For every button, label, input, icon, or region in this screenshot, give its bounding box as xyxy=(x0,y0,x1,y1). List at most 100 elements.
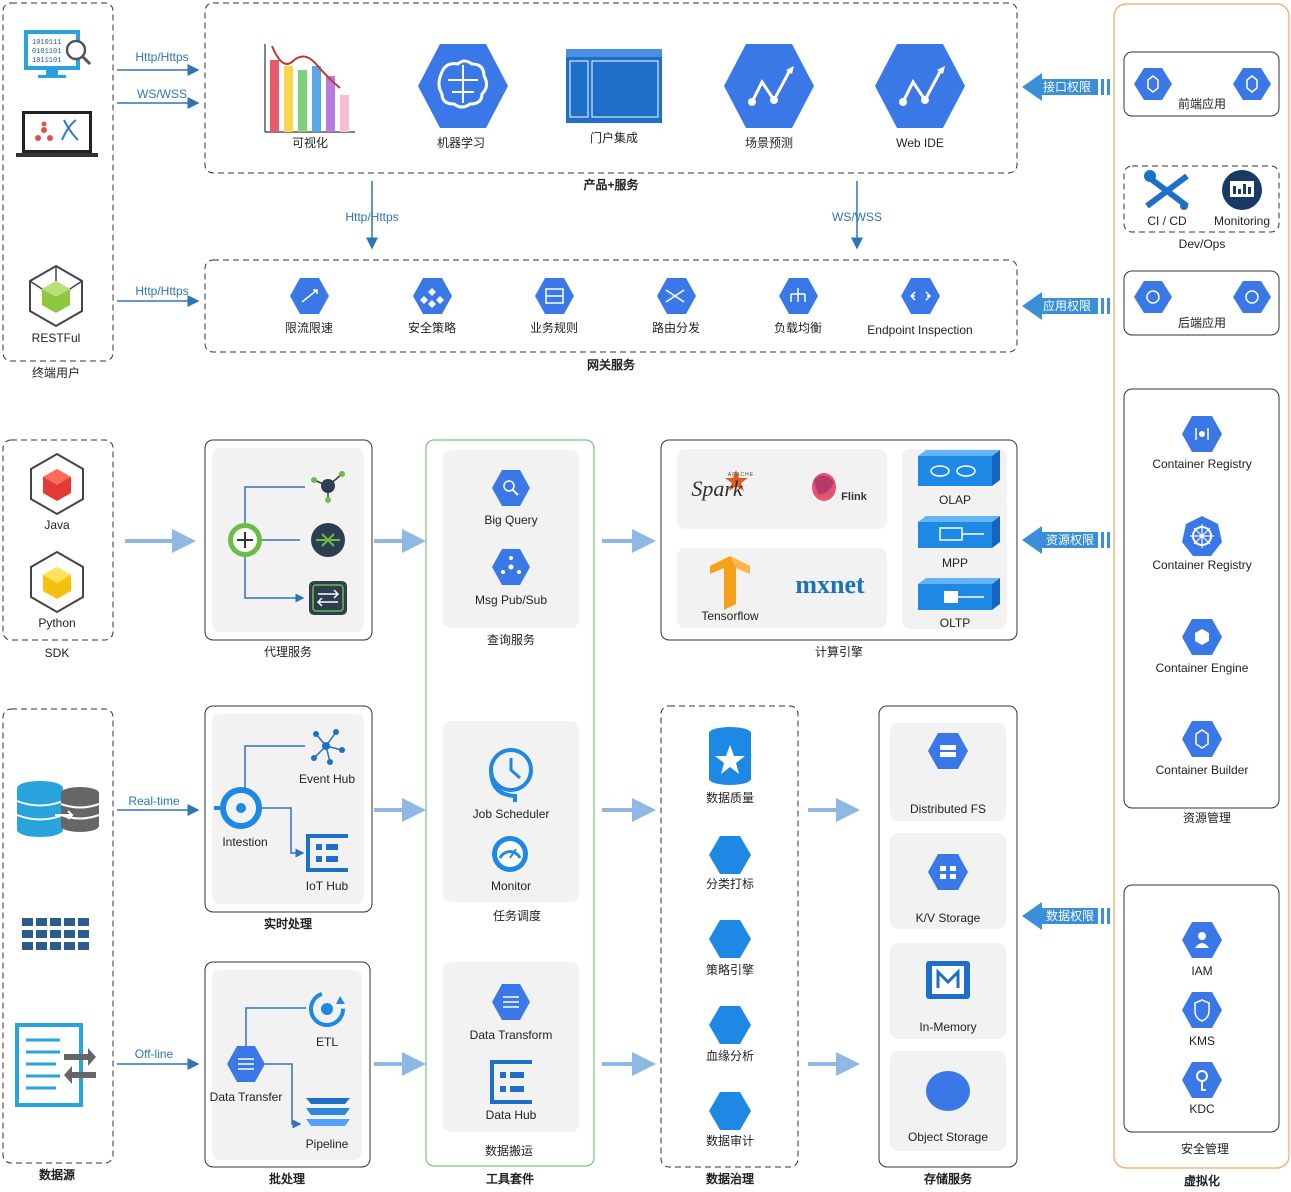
batch-title: 批处理 xyxy=(268,1172,306,1186)
data-hub-icon xyxy=(490,1060,532,1104)
resource-box xyxy=(1123,388,1280,809)
etl-label: ETL xyxy=(315,1035,339,1049)
data-transform-icon xyxy=(492,984,530,1020)
event-hub-icon xyxy=(311,729,345,765)
database-icon xyxy=(16,781,100,837)
realtime-icons xyxy=(214,729,348,872)
mxnet-logo-text: mxnet xyxy=(795,570,865,599)
gateway-box xyxy=(204,259,1018,353)
product-webide-label: Web IDE xyxy=(896,136,944,150)
perm-label-app: 应用权限 xyxy=(1042,299,1092,313)
batch-icons xyxy=(227,991,350,1126)
product-title: 产品+服务 xyxy=(583,178,639,192)
down-protocol-2: WS/WSS xyxy=(832,210,882,224)
datasource-box xyxy=(2,708,114,1164)
rate-limit-icon xyxy=(290,278,329,314)
iot-hub-icon xyxy=(306,834,348,872)
perm-label-resource: 资源权限 xyxy=(1045,533,1095,547)
backend-box xyxy=(1123,270,1280,336)
security-label-3: KDC xyxy=(1189,1102,1215,1116)
backend-icon-2 xyxy=(1233,281,1271,313)
sdk-python-label: Python xyxy=(38,616,76,630)
kdc-icon xyxy=(1182,1062,1222,1098)
gov-label-4: 血缘分析 xyxy=(705,1049,755,1063)
resource-label-1: Container Registry xyxy=(1152,457,1252,471)
big-query-icon xyxy=(492,470,530,506)
tools-title: 工具套件 xyxy=(485,1172,535,1186)
resource-label-2: Container Registry xyxy=(1152,558,1252,572)
security-box xyxy=(1123,884,1280,1133)
intestion-label: Intestion xyxy=(222,835,268,849)
storage-icons xyxy=(926,733,970,1111)
protocol-label-3: Http/Https xyxy=(135,284,189,298)
oltp-label: OLTP xyxy=(939,616,971,630)
protocol-label-1: Http/Https xyxy=(135,50,189,64)
batch-box xyxy=(204,961,371,1168)
perm-label-data: 数据权限 xyxy=(1045,909,1095,923)
gov-label-5: 数据审计 xyxy=(705,1134,755,1148)
object-storage-icon xyxy=(926,1071,970,1111)
compute-box xyxy=(660,439,1018,641)
container-registry-icon xyxy=(1182,416,1222,452)
monitoring-dashboard-icon xyxy=(1222,170,1262,210)
perm-label-api: 接口权限 xyxy=(1042,80,1092,94)
mpp-icon xyxy=(918,516,1000,548)
virtual-title: 虚拟化 xyxy=(1183,1174,1221,1188)
gateway-label-3: 业务规则 xyxy=(529,321,579,335)
web-ide-icon xyxy=(875,44,965,128)
gateway-label-5: 负载均衡 xyxy=(773,321,823,335)
resource-title: 资源管理 xyxy=(1182,811,1232,825)
kv-storage-icon xyxy=(928,854,968,890)
transfer-title: 数据搬运 xyxy=(484,1144,534,1158)
iam-icon xyxy=(1182,922,1222,958)
pubsub-label: Msg Pub/Sub xyxy=(474,593,548,607)
bigquery-label: Big Query xyxy=(484,513,538,527)
data-transform-label: Data Transform xyxy=(469,1028,553,1042)
machine-learning-icon xyxy=(418,44,508,128)
schedule-title: 任务调度 xyxy=(492,909,542,923)
realtime-box xyxy=(204,705,373,913)
realtime-title: 实时处理 xyxy=(263,917,313,931)
monitor-data-icon: 1010111 0101101 1011101 xyxy=(24,30,92,78)
storage-label-3: In-Memory xyxy=(919,1020,977,1034)
gov-label-3: 策略引擎 xyxy=(705,963,755,977)
sdk-box xyxy=(2,439,114,641)
devops-box xyxy=(1123,165,1280,233)
grid-data-icon xyxy=(22,918,89,950)
security-label-2: KMS xyxy=(1188,1034,1216,1048)
down-protocol-1: Http/Https xyxy=(345,210,399,224)
pipeline-icon xyxy=(306,1098,350,1126)
sdk-title: SDK xyxy=(44,646,70,660)
gov-label-2: 分类打标 xyxy=(705,877,755,891)
flink-icon xyxy=(812,473,836,501)
query-title: 查询服务 xyxy=(486,633,536,647)
cicd-tools-icon xyxy=(1144,170,1189,210)
spark-apache-label: APACHE xyxy=(727,472,755,478)
oltp-icon xyxy=(918,578,1000,610)
governance-icons xyxy=(709,727,751,1130)
protocol-label-2: WS/WSS xyxy=(137,87,187,101)
in-memory-icon xyxy=(926,961,970,999)
laptop-icon xyxy=(16,111,98,157)
security-label-1: IAM xyxy=(1191,964,1213,978)
product-visualization-label: 可视化 xyxy=(291,136,329,150)
gateway-icons xyxy=(290,278,940,314)
monitoring-label: Monitoring xyxy=(1213,214,1271,228)
virtual-box xyxy=(1113,3,1290,1169)
product-prediction-label: 场景预测 xyxy=(744,136,794,150)
storage-label-1: Distributed FS xyxy=(909,802,987,816)
frontend-label: 前端应用 xyxy=(1177,97,1227,111)
product-portal-label: 门户集成 xyxy=(589,131,639,145)
routing-icon xyxy=(657,278,696,314)
cicd-label: CI / CD xyxy=(1147,214,1187,228)
event-hub-label: Event Hub xyxy=(298,772,356,786)
backend-label: 后端应用 xyxy=(1177,316,1227,330)
data-quality-icon xyxy=(709,727,751,785)
policy-engine-hex-icon xyxy=(709,920,751,958)
product-box xyxy=(204,2,1018,174)
governance-box xyxy=(660,705,799,1168)
flink-logo-text: Flink xyxy=(841,491,867,503)
product-ml-label: 机器学习 xyxy=(436,136,486,150)
